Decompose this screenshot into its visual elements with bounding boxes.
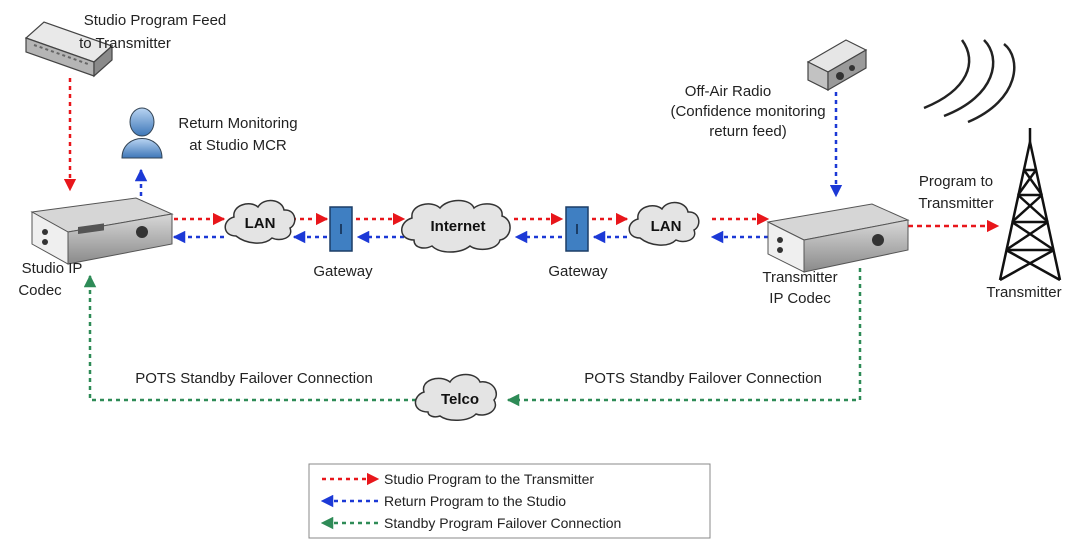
legend-item-return: Return Program to the Studio (320, 493, 566, 509)
gateway-right-icon (565, 206, 589, 252)
transmitter-codec-icon (766, 203, 910, 273)
internet-label: Internet (430, 218, 485, 235)
tx-codec-label-line2: IP Codec (769, 290, 831, 307)
gateway-left-icon (329, 206, 353, 252)
transmitter-label: Transmitter (986, 284, 1061, 301)
legend-label-return: Return Program to the Studio (384, 493, 566, 509)
pots-left-label: POTS Standby Failover Connection (135, 370, 373, 387)
feed-label-line2: to Transmitter (79, 35, 171, 52)
pots-right-label: POTS Standby Failover Connection (584, 370, 822, 387)
legend-item-program: Studio Program to the Transmitter (322, 471, 594, 487)
studio-codec-label-line1: Studio IP (22, 260, 83, 277)
person-icon (121, 107, 163, 159)
offair-label-line3: return feed) (709, 123, 787, 140)
standby-flow-lines (83, 268, 862, 407)
offair-label-line2: (Confidence monitoring (670, 103, 825, 120)
internet-cloud-icon (401, 199, 511, 253)
gateway-left-label: Gateway (313, 263, 373, 280)
legend: Studio Program to the Transmitter Return… (308, 463, 711, 539)
lan-left-label: LAN (245, 215, 276, 232)
legend-item-standby: Standby Program Failover Connection (320, 515, 621, 531)
tower-icon (998, 128, 1062, 282)
telco-label: Telco (441, 391, 479, 408)
return-monitoring-line1: Return Monitoring (178, 115, 297, 132)
feed-label-line1: Studio Program Feed (84, 12, 227, 29)
telco-cloud-icon (414, 373, 498, 421)
router-icon (24, 21, 114, 78)
gateway-right-label: Gateway (548, 263, 608, 280)
radio-waves-icon (923, 39, 1016, 124)
radio-icon (806, 39, 868, 92)
legend-label-standby: Standby Program Failover Connection (384, 515, 621, 531)
studio-codec-label-line2: Codec (18, 282, 62, 299)
return-monitoring-line2: at Studio MCR (189, 137, 287, 154)
program-to-tx-line1: Program to (919, 173, 993, 190)
lan-left-cloud-icon (224, 199, 296, 244)
tx-codec-label-line1: Transmitter (762, 269, 837, 286)
return-flow-lines (134, 92, 843, 244)
studio-codec-icon (30, 197, 174, 265)
lan-right-label: LAN (651, 218, 682, 235)
legend-label-program: Studio Program to the Transmitter (384, 471, 594, 487)
program-to-tx-line2: Transmitter (918, 195, 993, 212)
offair-label-line1: Off-Air Radio (685, 83, 771, 100)
lan-right-cloud-icon (628, 201, 700, 246)
program-flow-lines (63, 78, 1000, 233)
